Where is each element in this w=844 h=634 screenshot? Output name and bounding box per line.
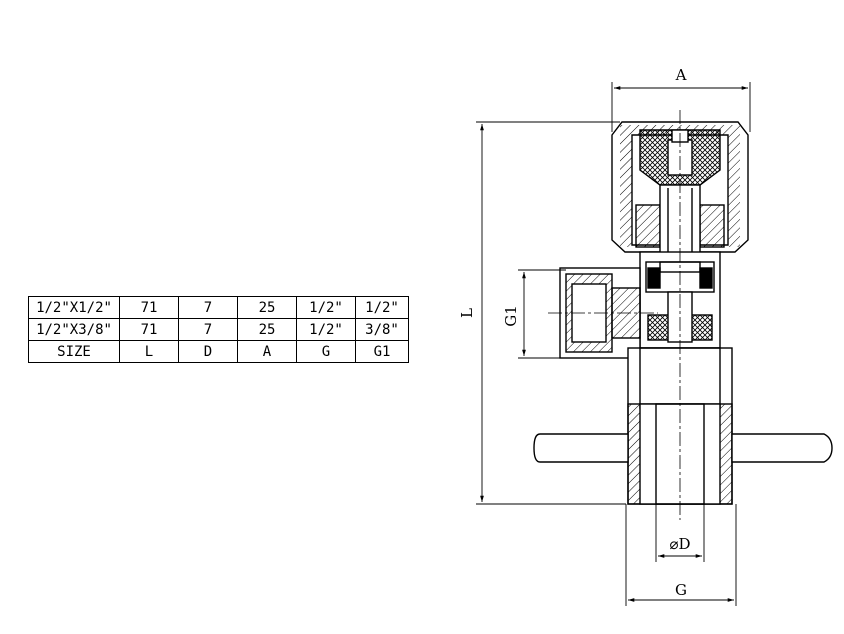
table-header-row: SIZE L D A G G1 xyxy=(28,340,409,363)
table-header-cell: L xyxy=(119,340,179,363)
dimension-label-g1: G1 xyxy=(502,305,520,327)
dimension-lines xyxy=(476,82,751,606)
dimension-label-l: L xyxy=(458,308,476,318)
table-header-cell: SIZE xyxy=(28,340,120,363)
center-lines xyxy=(548,110,681,520)
dimension-label-g: G xyxy=(675,581,687,599)
dimension-label-a: A xyxy=(675,66,687,84)
table-header-cell: G xyxy=(296,340,356,363)
size-spec-table: 1/2"X1/2" 71 7 25 1/2" 1/2" 1/2"X3/8" 71… xyxy=(28,296,409,363)
table-cell: 1/2"X1/2" xyxy=(28,296,120,319)
table-header-cell: G1 xyxy=(355,340,409,363)
dimension-label-d: ⌀D xyxy=(669,535,690,553)
table-row: 1/2"X3/8" 71 7 25 1/2" 3/8" xyxy=(28,318,409,341)
table-cell: 1/2"X3/8" xyxy=(28,318,120,341)
